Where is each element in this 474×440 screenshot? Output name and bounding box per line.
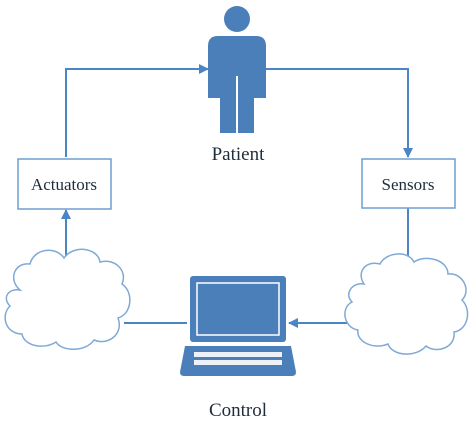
edge-patient-to-sensors: [266, 68, 413, 158]
edge-actuators-to-patient: [65, 64, 209, 157]
person-icon: [208, 6, 266, 133]
laptop-icon: [180, 276, 296, 376]
cloud-icon: [344, 253, 469, 355]
patient-label: Patient: [212, 144, 265, 165]
actuators-box: Actuators: [17, 158, 112, 210]
sensors-label: Sensors: [382, 175, 435, 194]
cloud-icon: [4, 248, 131, 350]
sensors-box: Sensors: [361, 158, 456, 209]
actuators-label: Actuators: [31, 175, 97, 194]
control-label: Control: [209, 400, 267, 421]
